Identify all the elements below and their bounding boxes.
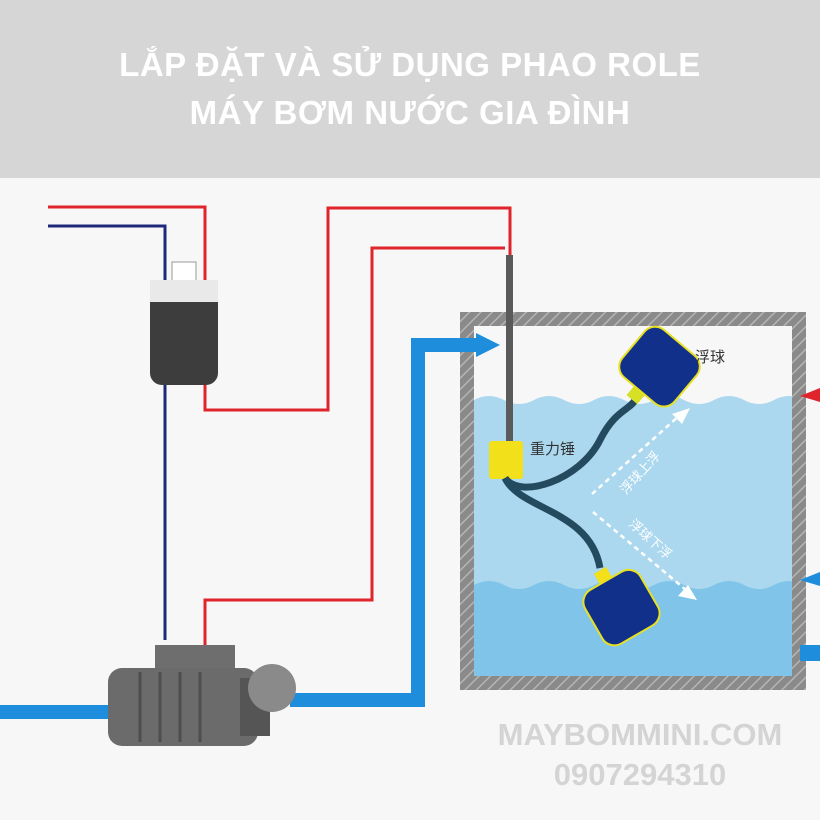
outlet-pipe <box>290 338 480 707</box>
rise-arrowhead-icon <box>672 408 690 424</box>
float-label: 浮球 <box>695 349 725 366</box>
hanging-rod <box>506 255 513 445</box>
upper-float-icon <box>618 325 701 408</box>
fall-arrow <box>592 511 687 591</box>
live-wire-top <box>48 205 512 412</box>
low-level-marker-icon <box>800 572 820 586</box>
weight-label: 重力锤 <box>530 441 575 458</box>
watermark-site: MAYBOMMINI.COM <box>497 717 783 752</box>
high-level-marker-icon <box>800 388 820 402</box>
title-line-2: MÁY BƠM NƯỚC GIA ĐÌNH <box>189 94 631 131</box>
watermark-phone: 0907294310 <box>553 757 727 792</box>
lower-cable <box>501 476 604 569</box>
rise-arrow <box>591 414 681 495</box>
upper-cable <box>502 398 639 491</box>
relay-icon <box>150 261 218 385</box>
lower-float-icon <box>582 566 661 647</box>
weight-icon <box>489 441 523 479</box>
live-wire-pump <box>203 410 374 645</box>
fall-arrowhead-icon <box>678 585 697 600</box>
title-line-1: LẮP ĐẶT VÀ SỬ DỤNG PHAO ROLE <box>119 46 701 83</box>
inlet-arrow-icon <box>476 333 500 357</box>
live-wire-mid <box>370 246 505 410</box>
neutral-wire <box>48 224 167 640</box>
title-banner: LẮP ĐẶT VÀ SỬ DỤNG PHAO ROLE MÁY BƠM NƯỚ… <box>0 0 820 178</box>
pump-icon <box>108 645 296 746</box>
drain-pipe <box>800 645 820 661</box>
